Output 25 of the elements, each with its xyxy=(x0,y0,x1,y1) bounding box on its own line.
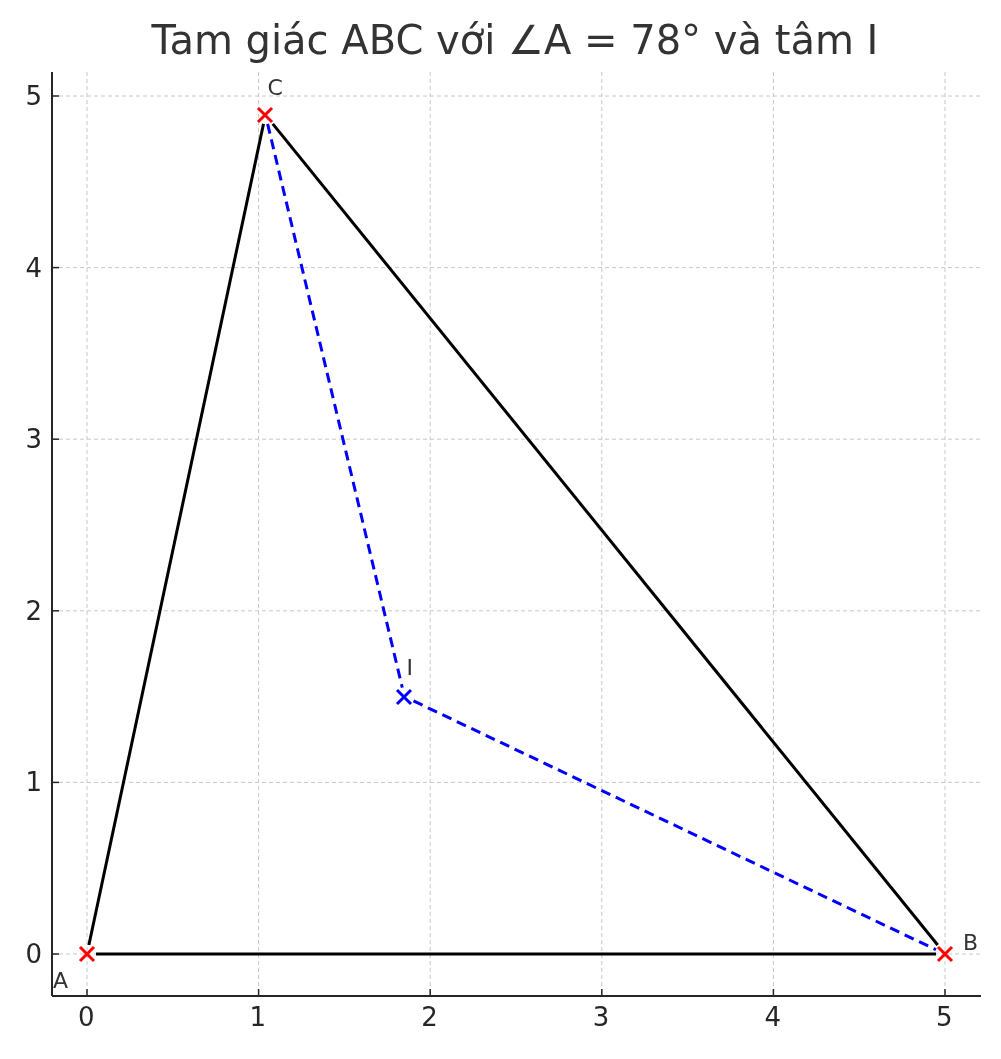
tick-label: 5 xyxy=(25,83,42,109)
tick-label: 4 xyxy=(25,254,42,281)
point-marker xyxy=(78,945,96,963)
point-marker xyxy=(395,687,414,706)
tick-label: 5 xyxy=(936,1004,953,1030)
line-segment xyxy=(87,123,265,946)
point-label: A xyxy=(53,970,69,992)
tick-label: 2 xyxy=(421,1004,438,1030)
tick-label: 4 xyxy=(764,1004,781,1030)
tick-label: 1 xyxy=(249,1004,267,1030)
point-marker xyxy=(256,105,275,124)
tick-label: 2 xyxy=(25,597,42,624)
point-label: C xyxy=(267,76,283,99)
point-label: I xyxy=(406,656,413,679)
line-segment xyxy=(271,122,939,946)
line-segment xyxy=(412,699,937,952)
point-marker xyxy=(936,945,954,963)
line-segment xyxy=(266,123,404,688)
tick-label: 1 xyxy=(25,769,42,796)
tick-label: 0 xyxy=(78,1004,95,1030)
point-label: B xyxy=(963,932,979,954)
line-segment xyxy=(96,952,936,956)
tick-label: 3 xyxy=(592,1004,610,1030)
tick-label: 3 xyxy=(25,426,42,453)
tick-label: 0 xyxy=(25,941,42,967)
